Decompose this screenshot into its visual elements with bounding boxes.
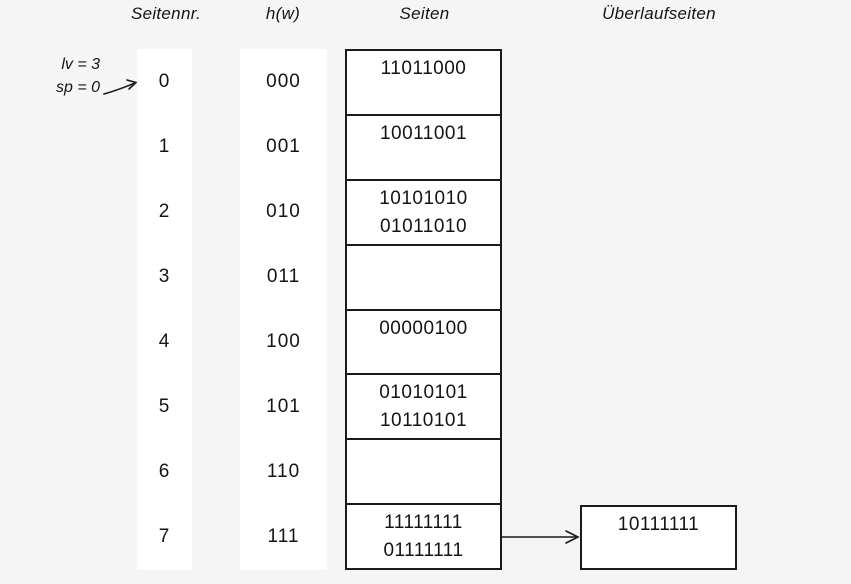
hash-value: 100	[266, 331, 301, 353]
page-cell-1: 10011001	[347, 113, 500, 179]
page-cell-5: 01010101 10110101	[347, 373, 500, 438]
state-annotation: lv = 3 sp = 0	[24, 53, 100, 99]
bucket-entry: 11011000	[380, 58, 467, 79]
arrow-right-icon	[500, 530, 580, 544]
arrow-up-right-icon	[103, 79, 138, 95]
hash-value: 000	[266, 70, 301, 92]
hash-value: 011	[266, 265, 301, 287]
bucket-entry: 01010101	[379, 382, 468, 404]
page-number: 0	[158, 70, 171, 92]
bucket-entry: 00000100	[379, 317, 468, 339]
bucket-entry: 10101010	[379, 187, 468, 209]
page-cell-0: 11011000	[347, 51, 500, 114]
page-number: 3	[158, 265, 171, 287]
hash-value: 010	[266, 200, 301, 222]
page-cell-7: 11111111 01111111	[347, 503, 500, 568]
column-header-hash-function: h(w)	[265, 4, 301, 23]
page-number: 6	[158, 461, 171, 483]
overflow-page-box: 10111111	[580, 505, 737, 570]
bucket-entry: 10110101	[379, 410, 468, 432]
hash-value: 110	[266, 461, 301, 483]
column-header-page-number: Seitennr.	[130, 4, 202, 23]
pages-bucket-table: 11011000 10011001 10101010 01011010 0000…	[345, 49, 502, 570]
page-number: 4	[158, 331, 171, 353]
page-cell-6	[347, 438, 500, 503]
page-number: 1	[158, 135, 171, 157]
column-header-overflow-pages: Überlaufseiten	[602, 4, 716, 23]
bucket-entry: 01111111	[383, 540, 464, 562]
bucket-entry: 11111111	[384, 512, 463, 534]
column-header-pages: Seiten	[399, 4, 450, 23]
page-number: 7	[158, 526, 171, 548]
hash-value: 111	[267, 526, 300, 548]
hash-value: 101	[266, 396, 301, 418]
page-number: 2	[158, 200, 171, 222]
bucket-entry: 10011001	[379, 122, 468, 144]
overflow-entry: 10111111	[617, 514, 700, 535]
page-cell-2: 10101010 01011010	[347, 178, 500, 244]
split-pointer-value: sp = 0	[55, 79, 100, 96]
page-cell-4: 00000100	[347, 308, 500, 374]
bucket-entry: 01011010	[379, 215, 468, 237]
level-value: lv = 3	[61, 56, 100, 73]
page-number-column: 0 1 2 3 4 5 6 7	[137, 49, 192, 570]
hash-value: 001	[266, 135, 301, 157]
page-number: 5	[158, 396, 171, 418]
page-cell-3	[347, 243, 500, 309]
hash-value-column: 000 001 010 011 100 101 110 111	[240, 49, 327, 570]
